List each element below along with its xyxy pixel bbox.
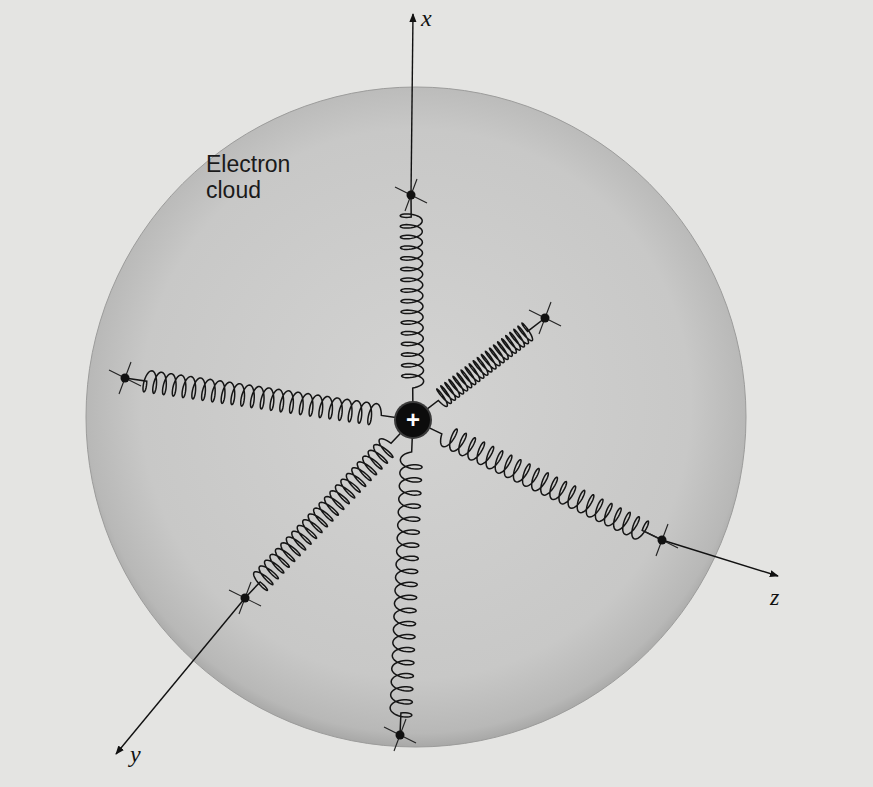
anchor-cross — [394, 719, 406, 751]
spring — [426, 426, 662, 540]
anchor-cross — [119, 362, 131, 394]
electron-cloud: Electron cloud + — [86, 87, 746, 747]
fixed-anchor — [229, 582, 261, 614]
springs — [125, 195, 662, 735]
anchor-cross — [109, 370, 141, 386]
electron-cloud-sphere — [86, 87, 746, 747]
spring — [245, 430, 403, 598]
anchor-cross — [646, 532, 678, 548]
axes — [116, 14, 778, 754]
anchor-cross — [239, 582, 251, 614]
spring — [424, 318, 545, 411]
anchor-cross — [539, 302, 551, 334]
fixed-anchor — [384, 719, 416, 751]
z-axis — [662, 540, 778, 576]
anchor-dot — [241, 594, 250, 603]
axis-label: x — [421, 6, 432, 30]
anchor-cross — [405, 179, 417, 211]
anchor-dot — [396, 731, 405, 740]
anchor-cross — [229, 590, 261, 606]
x-axis — [411, 14, 413, 195]
anchor-cross — [529, 310, 561, 326]
fixed-anchor — [646, 524, 678, 556]
fixed-anchor — [529, 302, 561, 334]
nucleus: + — [396, 403, 430, 437]
anchor-cross — [384, 727, 416, 743]
axis-label: z — [770, 585, 779, 609]
charge-sign: + — [406, 408, 420, 432]
anchor-cross — [395, 187, 427, 203]
anchor-dot — [121, 374, 130, 383]
anchor-dot — [407, 191, 416, 200]
fixed-anchor — [395, 179, 427, 211]
anchor-dot — [541, 314, 550, 323]
cloud-label: Electron cloud — [206, 151, 316, 204]
anchor-cross — [656, 524, 668, 556]
axis-label: y — [130, 742, 141, 766]
spring — [400, 195, 423, 406]
spring — [125, 371, 399, 425]
y-axis — [116, 598, 245, 754]
anchors — [109, 179, 678, 751]
fixed-anchor — [109, 362, 141, 394]
spring — [390, 434, 422, 735]
anchor-dot — [658, 536, 667, 545]
